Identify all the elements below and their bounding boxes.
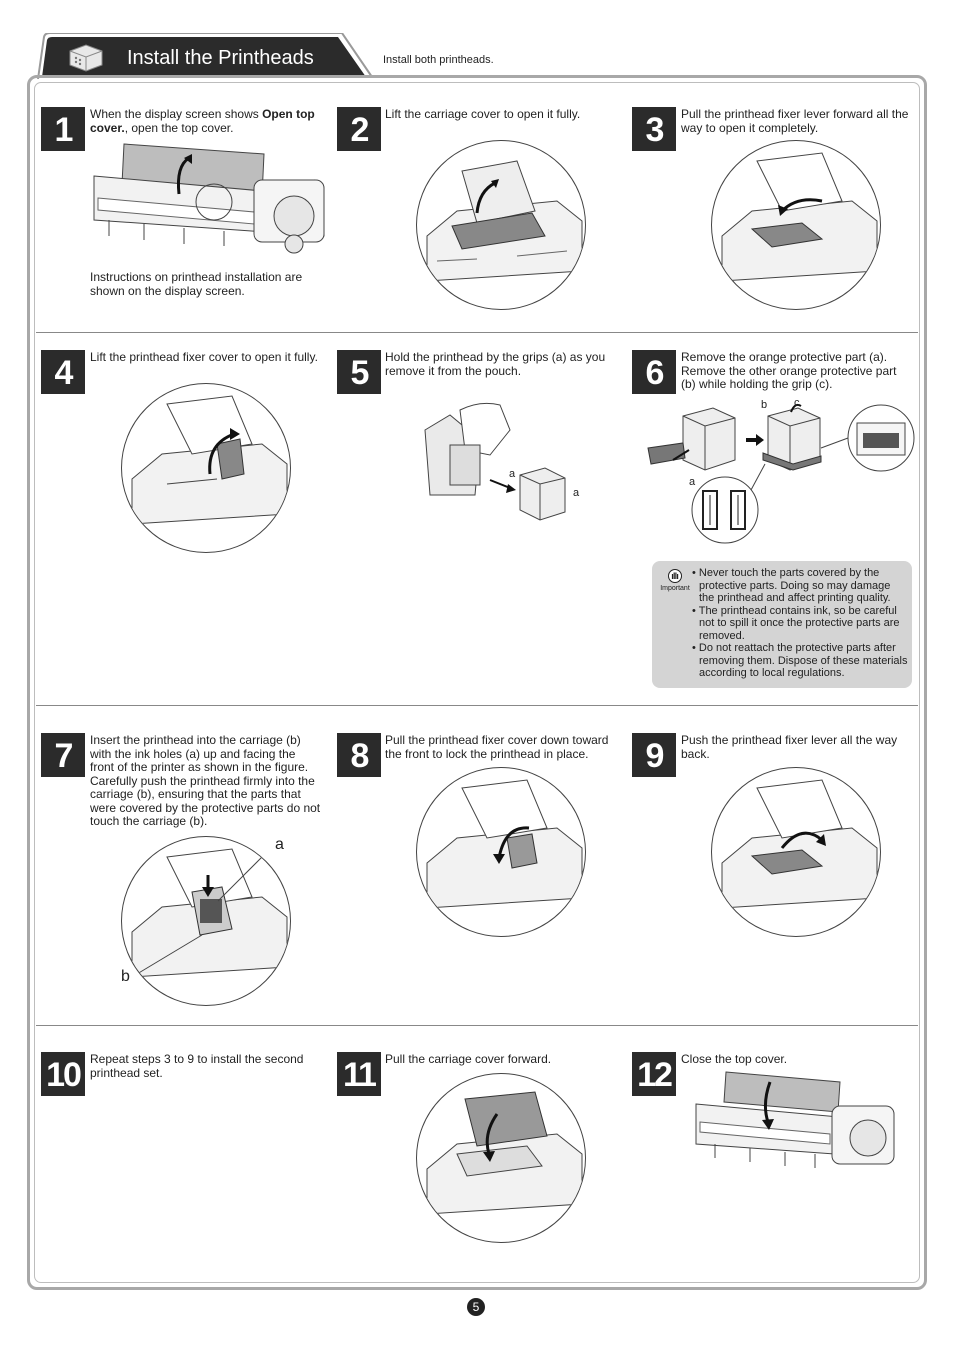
step-1-text: When the display screen shows Open top c… [90,107,325,135]
page-number: 5 [467,1298,485,1316]
header-tab-shape [37,33,373,79]
step-2-number: 2 [337,107,381,151]
step-12-number: 12 [632,1052,676,1096]
step-7-number: 7 [41,733,85,777]
content-frame [27,75,927,1290]
step-9-number: 9 [632,733,676,777]
step-6-text: Remove the orange protective part (a). R… [681,350,897,391]
important-note-box: Important • Never touch the parts covere… [652,561,912,688]
step-5-text: Hold the printhead by the grips (a) as y… [385,350,606,378]
important-list: • Never touch the parts covered by the p… [692,567,908,680]
step-7-circle-illustration [121,836,291,1006]
step-11-text: Pull the carriage cover forward. [385,1052,552,1066]
step-1-number: 1 [41,107,85,151]
important-item: • The printhead contains ink, so be care… [692,604,900,642]
fixer-lever-close-illustration [721,779,878,909]
step-6-label-c: c [794,397,800,409]
step-4-circle-illustration [121,383,291,553]
step-11-circle-illustration [416,1073,586,1243]
step-8-text: Pull the printhead fixer cover down towa… [385,733,609,761]
step-10-text: Repeat steps 3 to 9 to install the secon… [90,1052,304,1080]
step-12-text: Close the top cover. [681,1052,788,1066]
step-1-text-post: , open the top cover. [124,120,234,135]
row-divider [36,332,918,333]
step-1-note: Instructions on printhead installation a… [90,270,303,298]
section-header-tab: Install the Printheads [34,33,374,79]
printer-open-cover-illustration [93,143,325,254]
step-7-label-a: a [275,836,284,853]
important-label: Important [660,585,690,592]
step-4-text: Lift the printhead fixer cover to open i… [90,350,318,364]
step-11-number: 11 [337,1052,381,1096]
step-1-text-pre: When the display screen shows [90,107,263,121]
step-9-text: Push the printhead fixer lever all the w… [681,733,898,761]
step-5-label-a: a [573,487,580,499]
printhead-icon [69,44,103,72]
step-9-circle-illustration [711,767,881,937]
carriage-cover-close-illustration [426,1091,583,1215]
step-2-circle-illustration [416,140,586,310]
important-badge: Important [660,569,690,592]
step-6-label-a: a [689,476,696,488]
step-6-number: 6 [632,350,676,394]
step-5-number: 5 [337,350,381,394]
hand-stop-icon [668,569,682,583]
step-5-label-a: a [509,468,516,480]
important-item: • Do not reattach the protective parts a… [692,642,908,679]
protective-parts-illustration [647,403,915,544]
page-subtitle: Install both printheads. [383,54,494,66]
row-divider [36,1025,918,1026]
important-item: • Never touch the parts covered by the p… [692,567,891,604]
fixer-cover-close-illustration [426,779,583,909]
step-3-number: 3 [632,107,676,151]
page-title: Install the Printheads [127,47,314,69]
fixer-lever-open-illustration [721,152,878,282]
printhead-pouch-illustration [424,402,566,521]
step-2-text: Lift the carriage cover to open it fully… [385,107,581,121]
step-6-label-b: b [761,399,768,411]
fixer-cover-open-illustration [131,395,288,525]
carriage-cover-open-illustration [426,160,583,282]
step-8-number: 8 [337,733,381,777]
step-3-text: Pull the printhead fixer lever forward a… [681,107,909,135]
step-1-text-bold: Open top cover. [90,107,315,135]
printer-close-cover-illustration [695,1071,895,1168]
step-7-text: Insert the printhead into the carriage (… [90,733,321,828]
insert-printhead-illustration [131,846,288,978]
row-divider [36,705,918,706]
step-7-label-b: b [121,968,130,985]
step-10-number: 10 [41,1052,85,1096]
step-4-number: 4 [41,350,85,394]
step-3-circle-illustration [711,140,881,310]
step-8-circle-illustration [416,767,586,937]
